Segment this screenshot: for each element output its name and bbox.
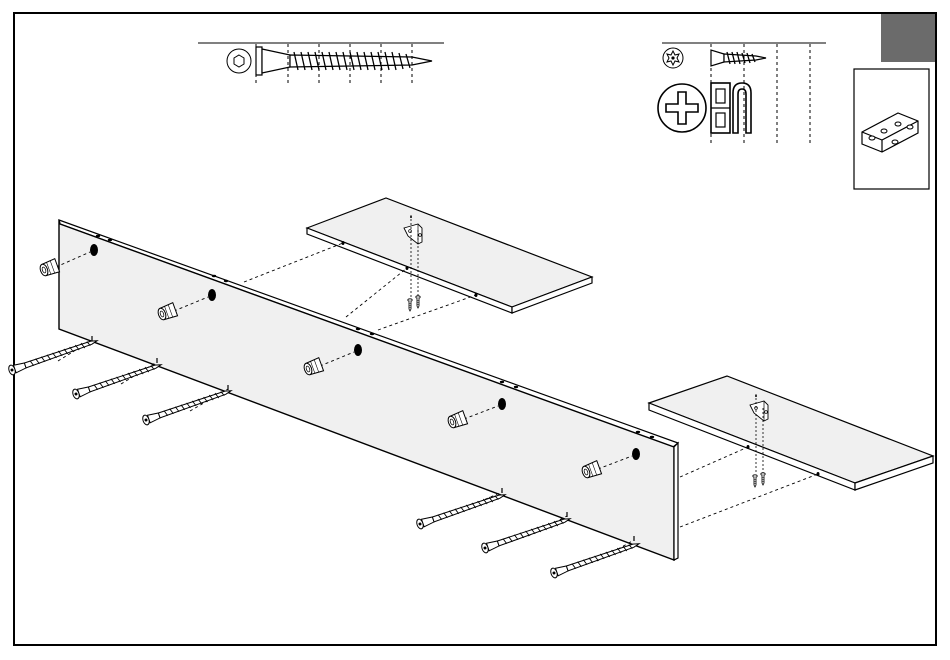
bit-profile-icon — [711, 83, 751, 133]
phillips-screwdriver-icon — [658, 84, 706, 132]
hex-socket-icon — [227, 49, 251, 73]
bracket-callout — [854, 69, 929, 189]
lower-shelf — [649, 376, 933, 490]
long-panel — [59, 220, 678, 560]
short-screw-icon — [711, 50, 766, 66]
screw-reference-left — [198, 43, 444, 84]
upper-shelf — [307, 198, 592, 313]
short-screw-icon — [753, 473, 765, 487]
torx-head-icon — [663, 48, 683, 68]
screw-reference-right — [658, 43, 826, 146]
long-screw-icon — [256, 47, 432, 75]
short-screw-icon — [408, 296, 420, 311]
